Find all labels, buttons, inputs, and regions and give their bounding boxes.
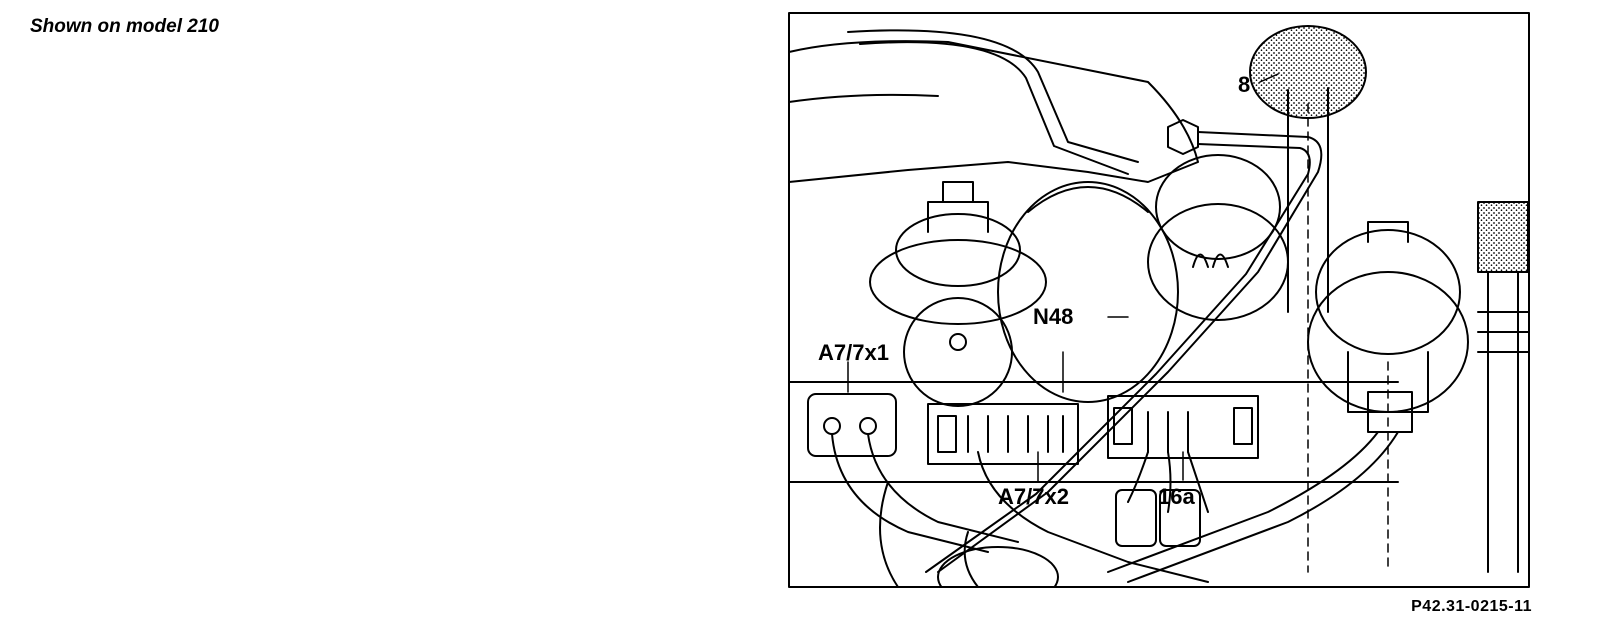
pump-disc <box>903 297 1013 407</box>
label-n48: N48 <box>1033 304 1073 329</box>
connector-a7-7x1 <box>807 393 897 457</box>
illustration-svg: 8 N48 A7/7x1 A7/7x2 16a <box>788 12 1530 588</box>
sensor-body <box>869 239 1047 325</box>
technical-illustration: 8 N48 A7/7x1 A7/7x2 16a <box>788 12 1530 588</box>
illustration-frame <box>788 12 1530 588</box>
label-a7-7x2: A7/7x2 <box>998 484 1069 509</box>
connector-16a <box>1107 395 1259 459</box>
label-8: 8 <box>1238 72 1250 97</box>
connector-a7-7x2 <box>927 403 1079 465</box>
label-16a: 16a <box>1158 484 1195 509</box>
label-a7-7x1: A7/7x1 <box>818 340 889 365</box>
leader-8 <box>1259 73 1279 83</box>
figure-caption: Shown on model 210 <box>30 16 219 37</box>
figure-reference-code: P42.31-0215-11 <box>1411 598 1532 615</box>
